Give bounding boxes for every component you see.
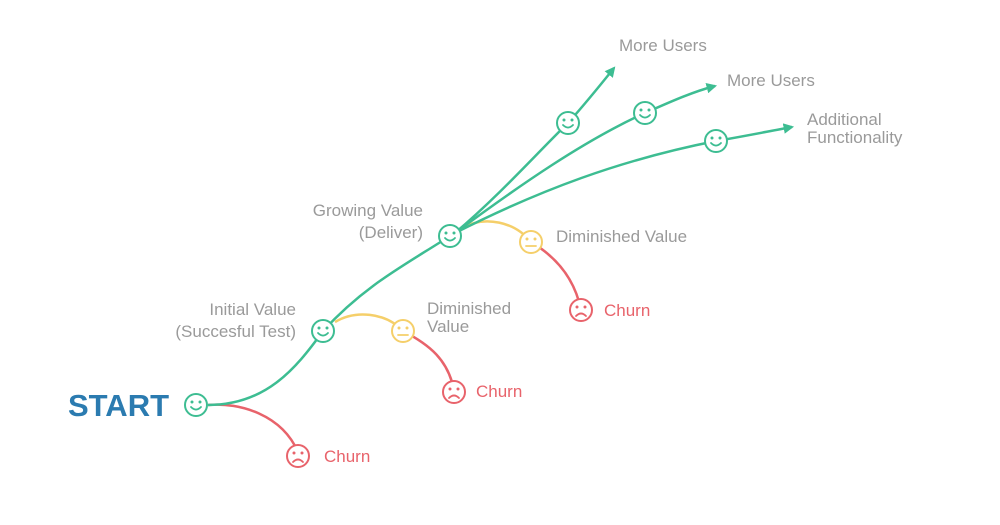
start-label: START [68, 388, 169, 423]
initial-value-label-line1: Initial Value [209, 300, 296, 319]
more-users-1-happy-face-icon [556, 111, 580, 135]
diminished-value-2-label: Diminished Value [556, 227, 687, 246]
churn-path-diminished-2 [530, 240, 583, 311]
additional-functionality-label-line2: Functionality [807, 128, 903, 147]
churn-2-sad-face-icon [442, 380, 466, 404]
additional-functionality-happy-face-icon [704, 129, 728, 153]
start-happy-face-icon [184, 393, 208, 417]
more-users-1-label: More Users [619, 36, 707, 55]
additional-functionality-label-line1: Additional [807, 110, 882, 129]
growth-arrow-more-users-2 [454, 83, 718, 235]
growing-value-label-line1: Growing Value [313, 201, 423, 220]
diminished-value-2-neutral-face-icon [519, 230, 543, 254]
growing-value-label-line2: (Deliver) [359, 223, 423, 242]
diminished-value-1-label-line2: Value [427, 317, 469, 336]
growth-arrow-more-users-1 [454, 66, 616, 234]
churn-1-sad-face-icon [286, 444, 310, 468]
growth-path-start-to-initial [207, 330, 325, 407]
initial-value-happy-face-icon [311, 319, 335, 343]
growing-value-happy-face-icon [438, 224, 462, 248]
churn-path-start [207, 403, 300, 453]
more-users-2-happy-face-icon [633, 101, 657, 125]
churn-2-label: Churn [476, 382, 522, 401]
diminished-value-1-label-line1: Diminished [427, 299, 511, 318]
churn-3-label: Churn [604, 301, 650, 320]
churn-1-label: Churn [324, 447, 370, 466]
growth-path-initial-to-growing [322, 234, 451, 332]
growth-arrow-additional-functionality [454, 123, 795, 235]
initial-value-label-line2: (Succesful Test) [175, 322, 296, 341]
diminished-value-1-neutral-face-icon [391, 319, 415, 343]
more-users-2-label: More Users [727, 71, 815, 90]
churn-3-sad-face-icon [569, 298, 593, 322]
